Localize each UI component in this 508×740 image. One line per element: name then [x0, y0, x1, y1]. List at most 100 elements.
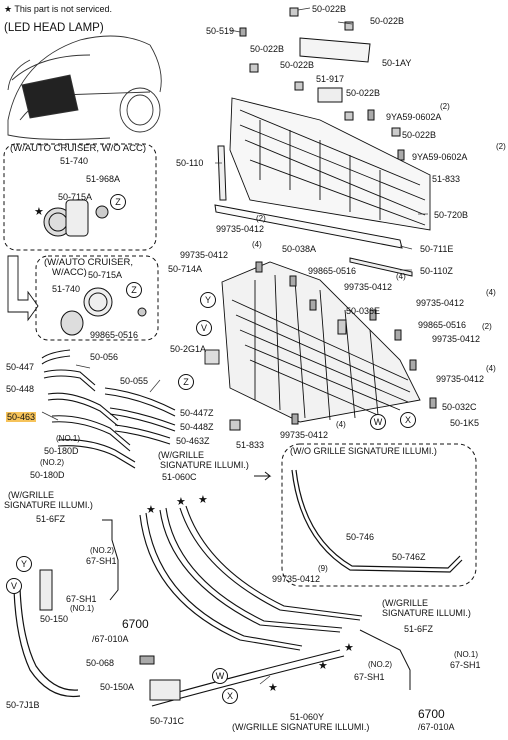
- part-label[interactable]: 51-6FZ: [36, 514, 66, 524]
- part-50-150a: [149, 679, 181, 701]
- part-label[interactable]: 51-968A: [86, 174, 121, 184]
- ref-number[interactable]: /67-010A: [418, 722, 455, 732]
- part-label[interactable]: 50-022B: [280, 60, 315, 70]
- part-label[interactable]: 50-022B: [402, 130, 437, 140]
- qty-label: (2): [482, 322, 492, 331]
- ref-circle-v[interactable]: V: [196, 320, 212, 336]
- part-label[interactable]: 50-1K5: [450, 418, 480, 428]
- qty-label: (9): [318, 564, 328, 573]
- part-label[interactable]: 67-SH1: [86, 556, 117, 566]
- part-label[interactable]: 50-2G1A: [170, 344, 207, 354]
- sensor-acc-off: [43, 199, 109, 237]
- ref-circle-x[interactable]: X: [400, 412, 416, 428]
- part-label[interactable]: 50-715A: [58, 192, 93, 202]
- qty-label: (2): [496, 142, 506, 151]
- part-label[interactable]: 50-711E: [420, 244, 454, 254]
- part-label[interactable]: 50-463Z: [176, 436, 210, 446]
- ref-circle-z[interactable]: Z: [178, 374, 194, 390]
- part-label[interactable]: 99865-0516: [90, 330, 139, 340]
- ref-circle-y[interactable]: Y: [16, 556, 32, 572]
- qty-label: (NO.2): [90, 546, 114, 555]
- part-label[interactable]: 51-833: [432, 174, 461, 184]
- part-label[interactable]: 50-150: [40, 614, 69, 624]
- part-label[interactable]: 50-022B: [312, 4, 347, 14]
- strip-50-110z: [349, 257, 413, 277]
- part-label[interactable]: 50-022B: [250, 44, 285, 54]
- box-acc-on-title-2: W/ACC): [52, 267, 87, 278]
- part-label[interactable]: 50-055: [120, 376, 149, 386]
- not-serviced-star: ★: [176, 495, 186, 508]
- ref-number[interactable]: /67-010A: [92, 634, 129, 644]
- part-label[interactable]: 50-746Z: [392, 552, 426, 562]
- part-label[interactable]: 50-150A: [100, 682, 135, 692]
- part-label[interactable]: 50-7J1C: [150, 716, 185, 726]
- harness-right: [359, 629, 411, 690]
- part-label[interactable]: 50-448Z: [180, 422, 214, 432]
- part-label[interactable]: 50-180D: [30, 470, 65, 480]
- part-label[interactable]: 50-746: [346, 532, 375, 542]
- note-label: (W/GRILLE: [158, 450, 205, 460]
- part-label[interactable]: 67-SH1: [66, 594, 97, 604]
- part-label[interactable]: 50-714A: [168, 264, 203, 274]
- part-label[interactable]: 51-917: [316, 74, 345, 84]
- ref-circle-w[interactable]: W: [212, 668, 228, 684]
- part-label[interactable]: 50-1AY: [382, 58, 412, 68]
- ref-number[interactable]: 6700: [418, 707, 445, 721]
- part-label[interactable]: 99735-0412: [272, 574, 321, 584]
- part-label[interactable]: 50-720B: [434, 210, 469, 220]
- part-label[interactable]: 50-036E: [346, 306, 381, 316]
- ref-circle-x[interactable]: X: [222, 688, 238, 704]
- part-label[interactable]: 50-448: [6, 384, 35, 394]
- part-label[interactable]: 50-447Z: [180, 408, 214, 418]
- part-label[interactable]: 50-110Z: [420, 266, 453, 276]
- ref-circle-v[interactable]: V: [6, 578, 22, 594]
- part-label[interactable]: 99865-0516: [418, 320, 467, 330]
- part-label-highlighted[interactable]: 50-463: [6, 412, 37, 422]
- part-label[interactable]: 9YA59-0602A: [386, 112, 442, 122]
- not-serviced-star: ★: [146, 503, 156, 516]
- not-serviced-note: ★ This part is not serviced.: [4, 4, 112, 14]
- part-label[interactable]: 99735-0412: [280, 430, 329, 440]
- part-label[interactable]: 51-6FZ: [404, 624, 434, 634]
- part-label[interactable]: 50-038A: [282, 244, 317, 254]
- part-label[interactable]: 51-833: [236, 440, 265, 450]
- ref-circle-z[interactable]: Z: [126, 282, 142, 298]
- part-label[interactable]: 99735-0412: [432, 334, 481, 344]
- part-label[interactable]: 99735-0412: [180, 250, 229, 260]
- car-outline: [7, 35, 162, 140]
- part-label[interactable]: 99865-0516: [308, 266, 357, 276]
- part-label[interactable]: 50-056: [90, 352, 119, 362]
- ref-circle-w[interactable]: W: [370, 414, 386, 430]
- part-label[interactable]: 51-740: [60, 156, 89, 166]
- part-label[interactable]: 50-447: [6, 362, 35, 372]
- note-text: This part is not serviced.: [14, 4, 112, 14]
- part-label[interactable]: 50-7J1B: [6, 700, 40, 710]
- part-label[interactable]: 50-022B: [370, 16, 405, 26]
- part-label[interactable]: 50-068: [86, 658, 115, 668]
- part-label[interactable]: 50-519: [206, 26, 235, 36]
- part-label[interactable]: 99735-0412: [344, 282, 393, 292]
- part-label[interactable]: 50-715A: [88, 270, 123, 280]
- part-label[interactable]: 50-180D: [44, 446, 79, 456]
- part-label[interactable]: 51-060Y: [290, 712, 325, 722]
- part-label[interactable]: 9YA59-0602A: [412, 152, 468, 162]
- qty-label: (4): [336, 420, 346, 429]
- ref-number[interactable]: 6700: [122, 617, 149, 631]
- part-label[interactable]: 50-022B: [346, 88, 381, 98]
- ref-circle-z[interactable]: Z: [110, 194, 126, 210]
- part-label[interactable]: 67-SH1: [354, 672, 385, 682]
- part-label[interactable]: 51-060C: [162, 472, 197, 482]
- part-label[interactable]: 99735-0412: [436, 374, 485, 384]
- part-label[interactable]: 99735-0412: [216, 224, 265, 234]
- part-label[interactable]: 67-SH1: [450, 660, 481, 670]
- part-label[interactable]: 50-110: [176, 158, 204, 168]
- box-frame-signature: [281, 443, 477, 587]
- part-50-150: [39, 569, 53, 611]
- part-label[interactable]: 50-032C: [442, 402, 477, 412]
- box-frame-acc-on: [35, 255, 159, 341]
- ref-circle-y[interactable]: Y: [200, 292, 216, 308]
- main-grille: [204, 261, 421, 423]
- part-label[interactable]: 51-740: [52, 284, 81, 294]
- part-label[interactable]: 99735-0412: [416, 298, 465, 308]
